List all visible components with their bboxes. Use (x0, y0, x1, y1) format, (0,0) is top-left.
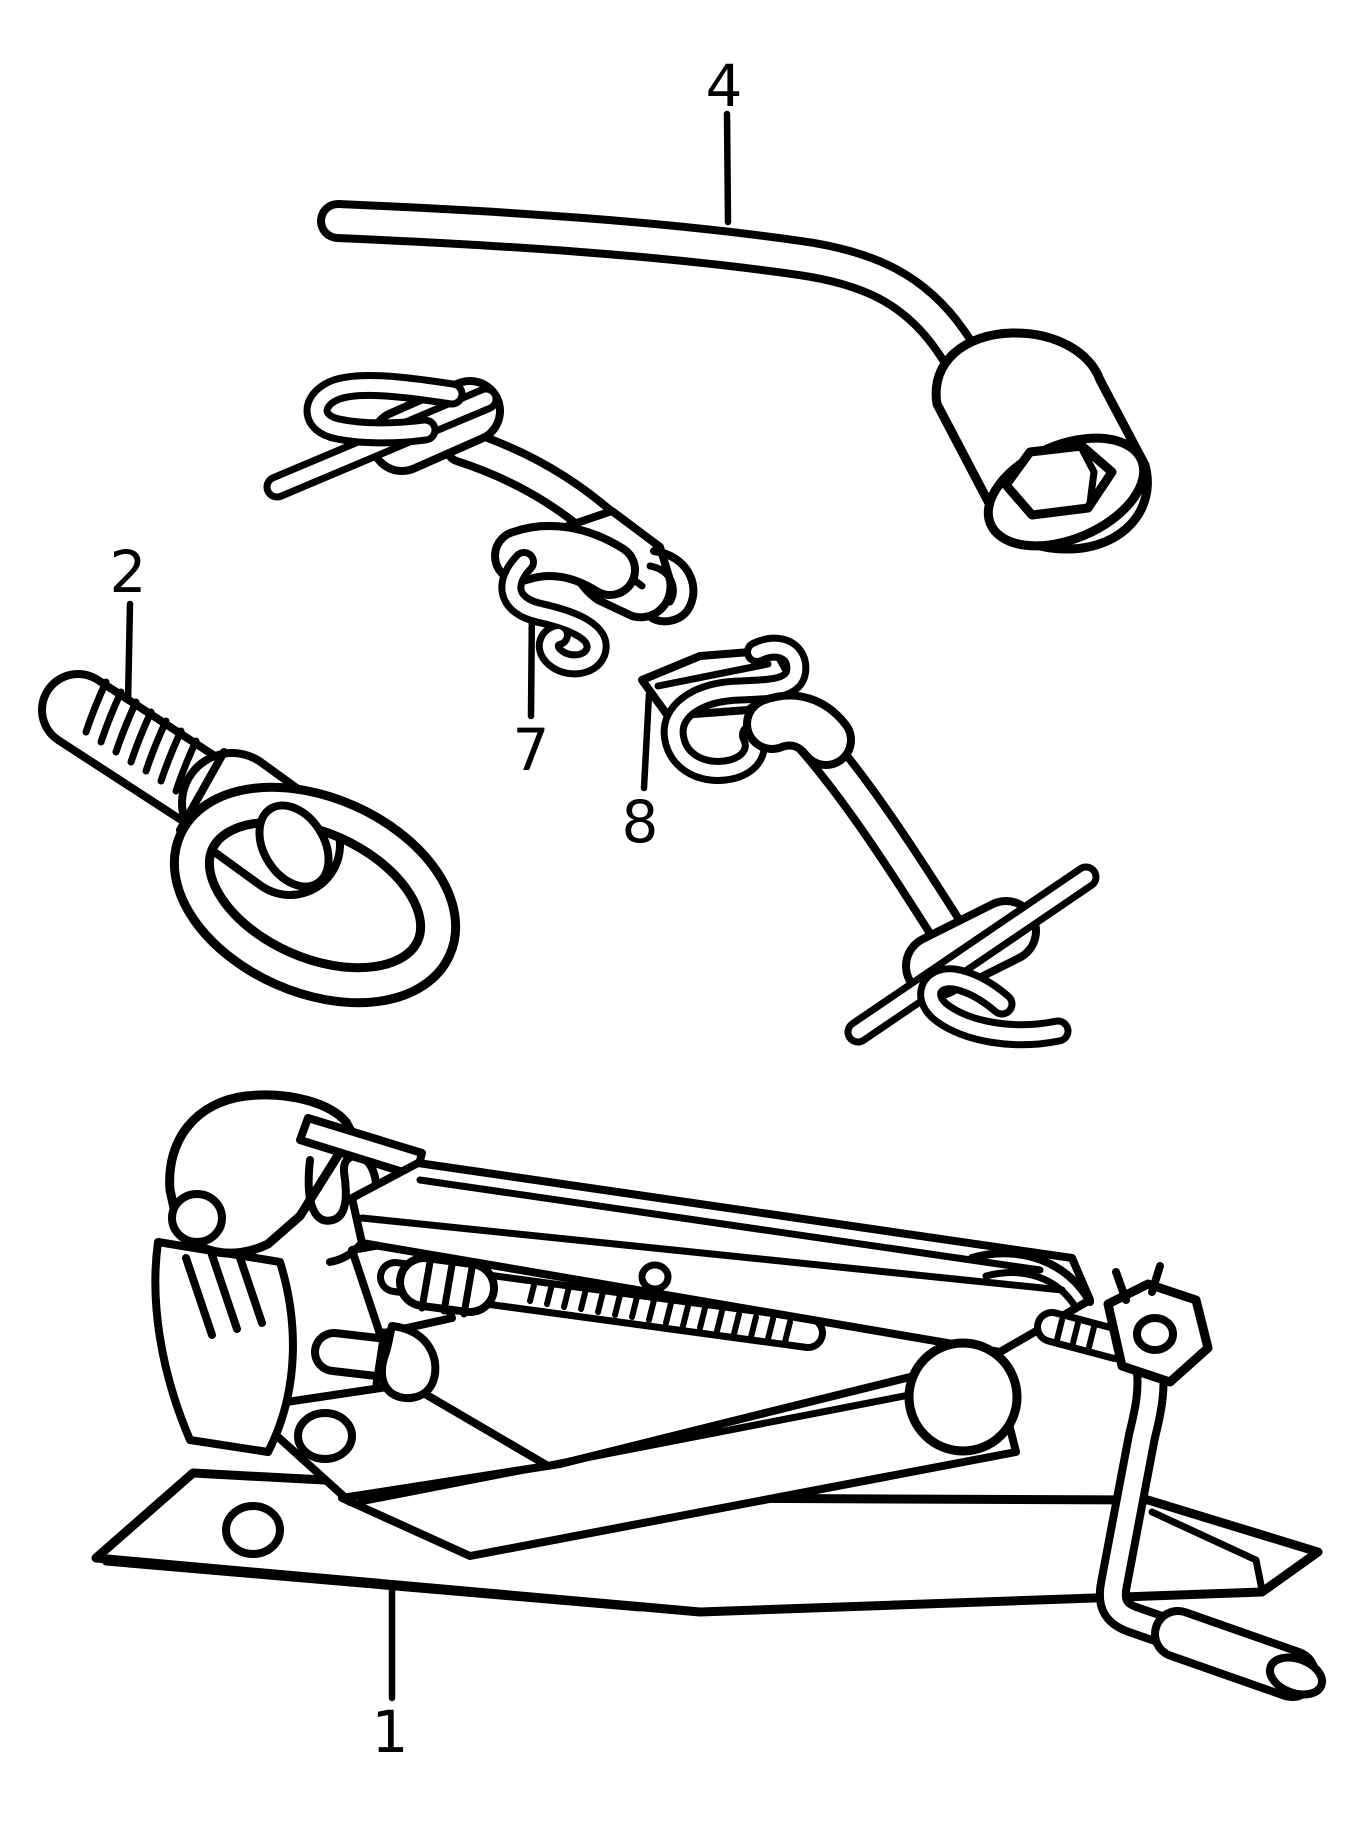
callout-4-label[interactable]: 4 (706, 52, 743, 120)
holder8-bracket-crease (654, 660, 772, 690)
callout-2-label[interactable]: 2 (110, 538, 147, 606)
callout-8-leader (640, 690, 653, 792)
holder7-curl-inner (646, 562, 677, 606)
holder8-handle-core (924, 972, 1065, 1042)
jack-upper-arm-crease1 (358, 1214, 1066, 1294)
jack-base-hole (222, 1502, 284, 1558)
holder8-pin-core (851, 870, 1093, 1039)
jack-saddle-pivot-hole (168, 1190, 226, 1246)
holder8-clamp-core (751, 699, 847, 761)
holder7-handle-core (310, 378, 459, 440)
jack-guide-band-outer (968, 1249, 1094, 1306)
towhook-neck-face (255, 801, 333, 891)
jack-lower-arm-crease (356, 1386, 939, 1506)
holder8-hook-core (667, 641, 803, 777)
callout-labels: 4 2 7 8 1 (110, 52, 743, 1766)
jack-spindle-collar-rings (418, 1258, 476, 1318)
callout-7-label[interactable]: 7 (513, 716, 550, 784)
jack-ujoint-hole (1133, 1314, 1177, 1354)
jack-ujoint-prongs (1112, 1262, 1164, 1304)
jack-upper-arm-crease2 (416, 1176, 1044, 1274)
jack-crank-shaft-core (1103, 1363, 1195, 1647)
jack-spindle-stub-threads (1054, 1317, 1097, 1350)
jack-base-tip-crease (1148, 1508, 1266, 1594)
jack-wingbolt-wing (377, 1322, 440, 1403)
jack-mount-hole (294, 1409, 356, 1463)
wrench-bar-core (325, 208, 996, 409)
towhook-thread-hatch (82, 678, 200, 795)
jack-crank-grip-end (1265, 1653, 1327, 1699)
tool-holder-7-drawing (263, 371, 698, 678)
jack-left-arm-ribs (182, 1242, 266, 1339)
holder7-curl-outer (648, 547, 698, 626)
jack-gear-knuckle (904, 1338, 1022, 1456)
callout-2-leader (124, 600, 134, 706)
jack-guide-band-inner (982, 1269, 1080, 1312)
towing-eye-drawing (38, 670, 461, 1008)
jack-spindle-stub-core (1041, 1316, 1127, 1355)
holder7-hook-core (505, 556, 603, 671)
wrench-socket-facet-line (1078, 445, 1098, 507)
callout-8-label[interactable]: 8 (622, 788, 659, 856)
scissor-jack-drawing (91, 1090, 1327, 1701)
tool-holder-8-drawing (638, 634, 1100, 1049)
jack-base-front-crease (102, 1558, 644, 1612)
callout-1-label[interactable]: 1 (372, 1698, 409, 1766)
towhook-eye-core (178, 791, 452, 999)
callout-4-leader (723, 110, 732, 226)
wheel-bolt-wrench-drawing (317, 200, 1152, 554)
jack-spindle-threads (527, 1278, 793, 1345)
jack-left-arm (151, 1238, 297, 1456)
jack-upper-arm-hole (638, 1261, 672, 1293)
